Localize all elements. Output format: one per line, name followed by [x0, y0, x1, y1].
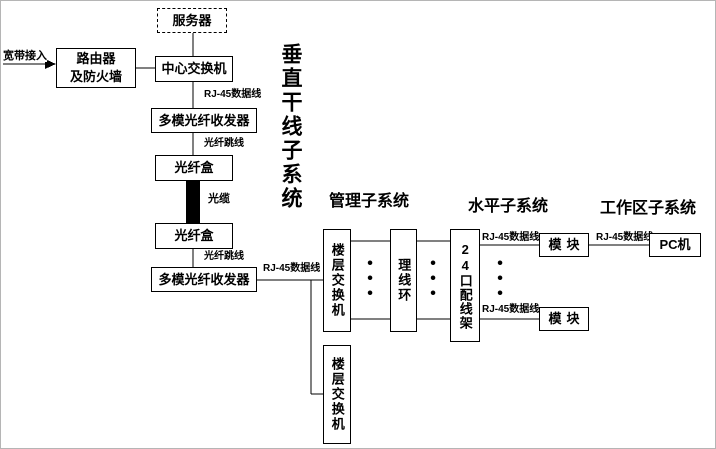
ellipsis-dots-1: • • • — [367, 255, 373, 302]
router-firewall-node: 路由器 及防火墙 — [56, 48, 136, 88]
module-1-node: 模块 — [539, 233, 589, 257]
ellipsis-dots-2: • • • — [430, 255, 436, 302]
fiber-transceiver-top-node: 多模光纤收发器 — [151, 108, 257, 133]
horizontal-subsystem-heading: 水平子系统 — [468, 198, 549, 215]
cable-ring-label: 理线环 — [396, 258, 412, 303]
server-label: 服务器 — [172, 12, 212, 28]
optical-cable-bar — [186, 181, 200, 224]
router-firewall-label: 路由器 及防火墙 — [69, 51, 122, 84]
work-area-subsystem-heading: 工作区子系统 — [600, 200, 697, 217]
fiber-box-top-node: 光纤盒 — [155, 155, 233, 181]
patch-panel-label: 24口配线架 — [457, 241, 473, 330]
floor-switch-1-node: 楼层交换机 — [323, 229, 351, 332]
pc-label: PC机 — [659, 237, 691, 253]
rj45-cable-label-h2: RJ-45数据线 — [482, 304, 540, 315]
patch-panel-node: 24口配线架 — [450, 229, 480, 342]
module-1-label: 模块 — [548, 237, 585, 253]
central-switch-label: 中心交换机 — [161, 61, 227, 77]
fiber-box-bottom-label: 光纤盒 — [174, 228, 214, 244]
fiber-jumper-label-bottom: 光纤跳线 — [204, 251, 244, 262]
fiber-box-top-label: 光纤盒 — [174, 160, 214, 176]
floor-switch-2-node: 楼层交换机 — [323, 345, 351, 444]
optical-cable-label: 光缆 — [208, 193, 230, 206]
rj45-cable-label-work: RJ-45数据线 — [596, 232, 654, 243]
floor-switch-2-label: 楼层交换机 — [329, 357, 345, 432]
fiber-jumper-label-top: 光纤跳线 — [204, 138, 244, 149]
module-2-node: 模块 — [539, 307, 589, 331]
management-subsystem-heading: 管理子系统 — [329, 193, 410, 210]
rj45-cable-label-center: RJ-45数据线 — [204, 89, 262, 100]
floor-switch-1-label: 楼层交换机 — [329, 243, 345, 318]
rj45-cable-label-h1: RJ-45数据线 — [482, 232, 540, 243]
vertical-backbone-heading: 垂直干线子系统 — [279, 43, 302, 211]
cable-ring-node: 理线环 — [390, 229, 417, 332]
fiber-transceiver-bottom-node: 多模光纤收发器 — [151, 267, 257, 292]
fiber-transceiver-top-label: 多模光纤收发器 — [158, 112, 250, 128]
central-switch-node: 中心交换机 — [155, 56, 233, 82]
arrow-right-icon — [45, 59, 56, 69]
module-2-label: 模块 — [548, 311, 585, 327]
fiber-transceiver-bottom-label: 多模光纤收发器 — [158, 271, 250, 287]
fiber-box-bottom-node: 光纤盒 — [155, 223, 233, 249]
ellipsis-dots-3: • • • — [497, 255, 503, 302]
pc-node: PC机 — [649, 233, 701, 257]
rj45-cable-label-floor: RJ-45数据线 — [263, 263, 321, 274]
broadband-access-label: 宽带接入 — [3, 50, 47, 63]
server-node: 服务器 — [157, 8, 227, 33]
